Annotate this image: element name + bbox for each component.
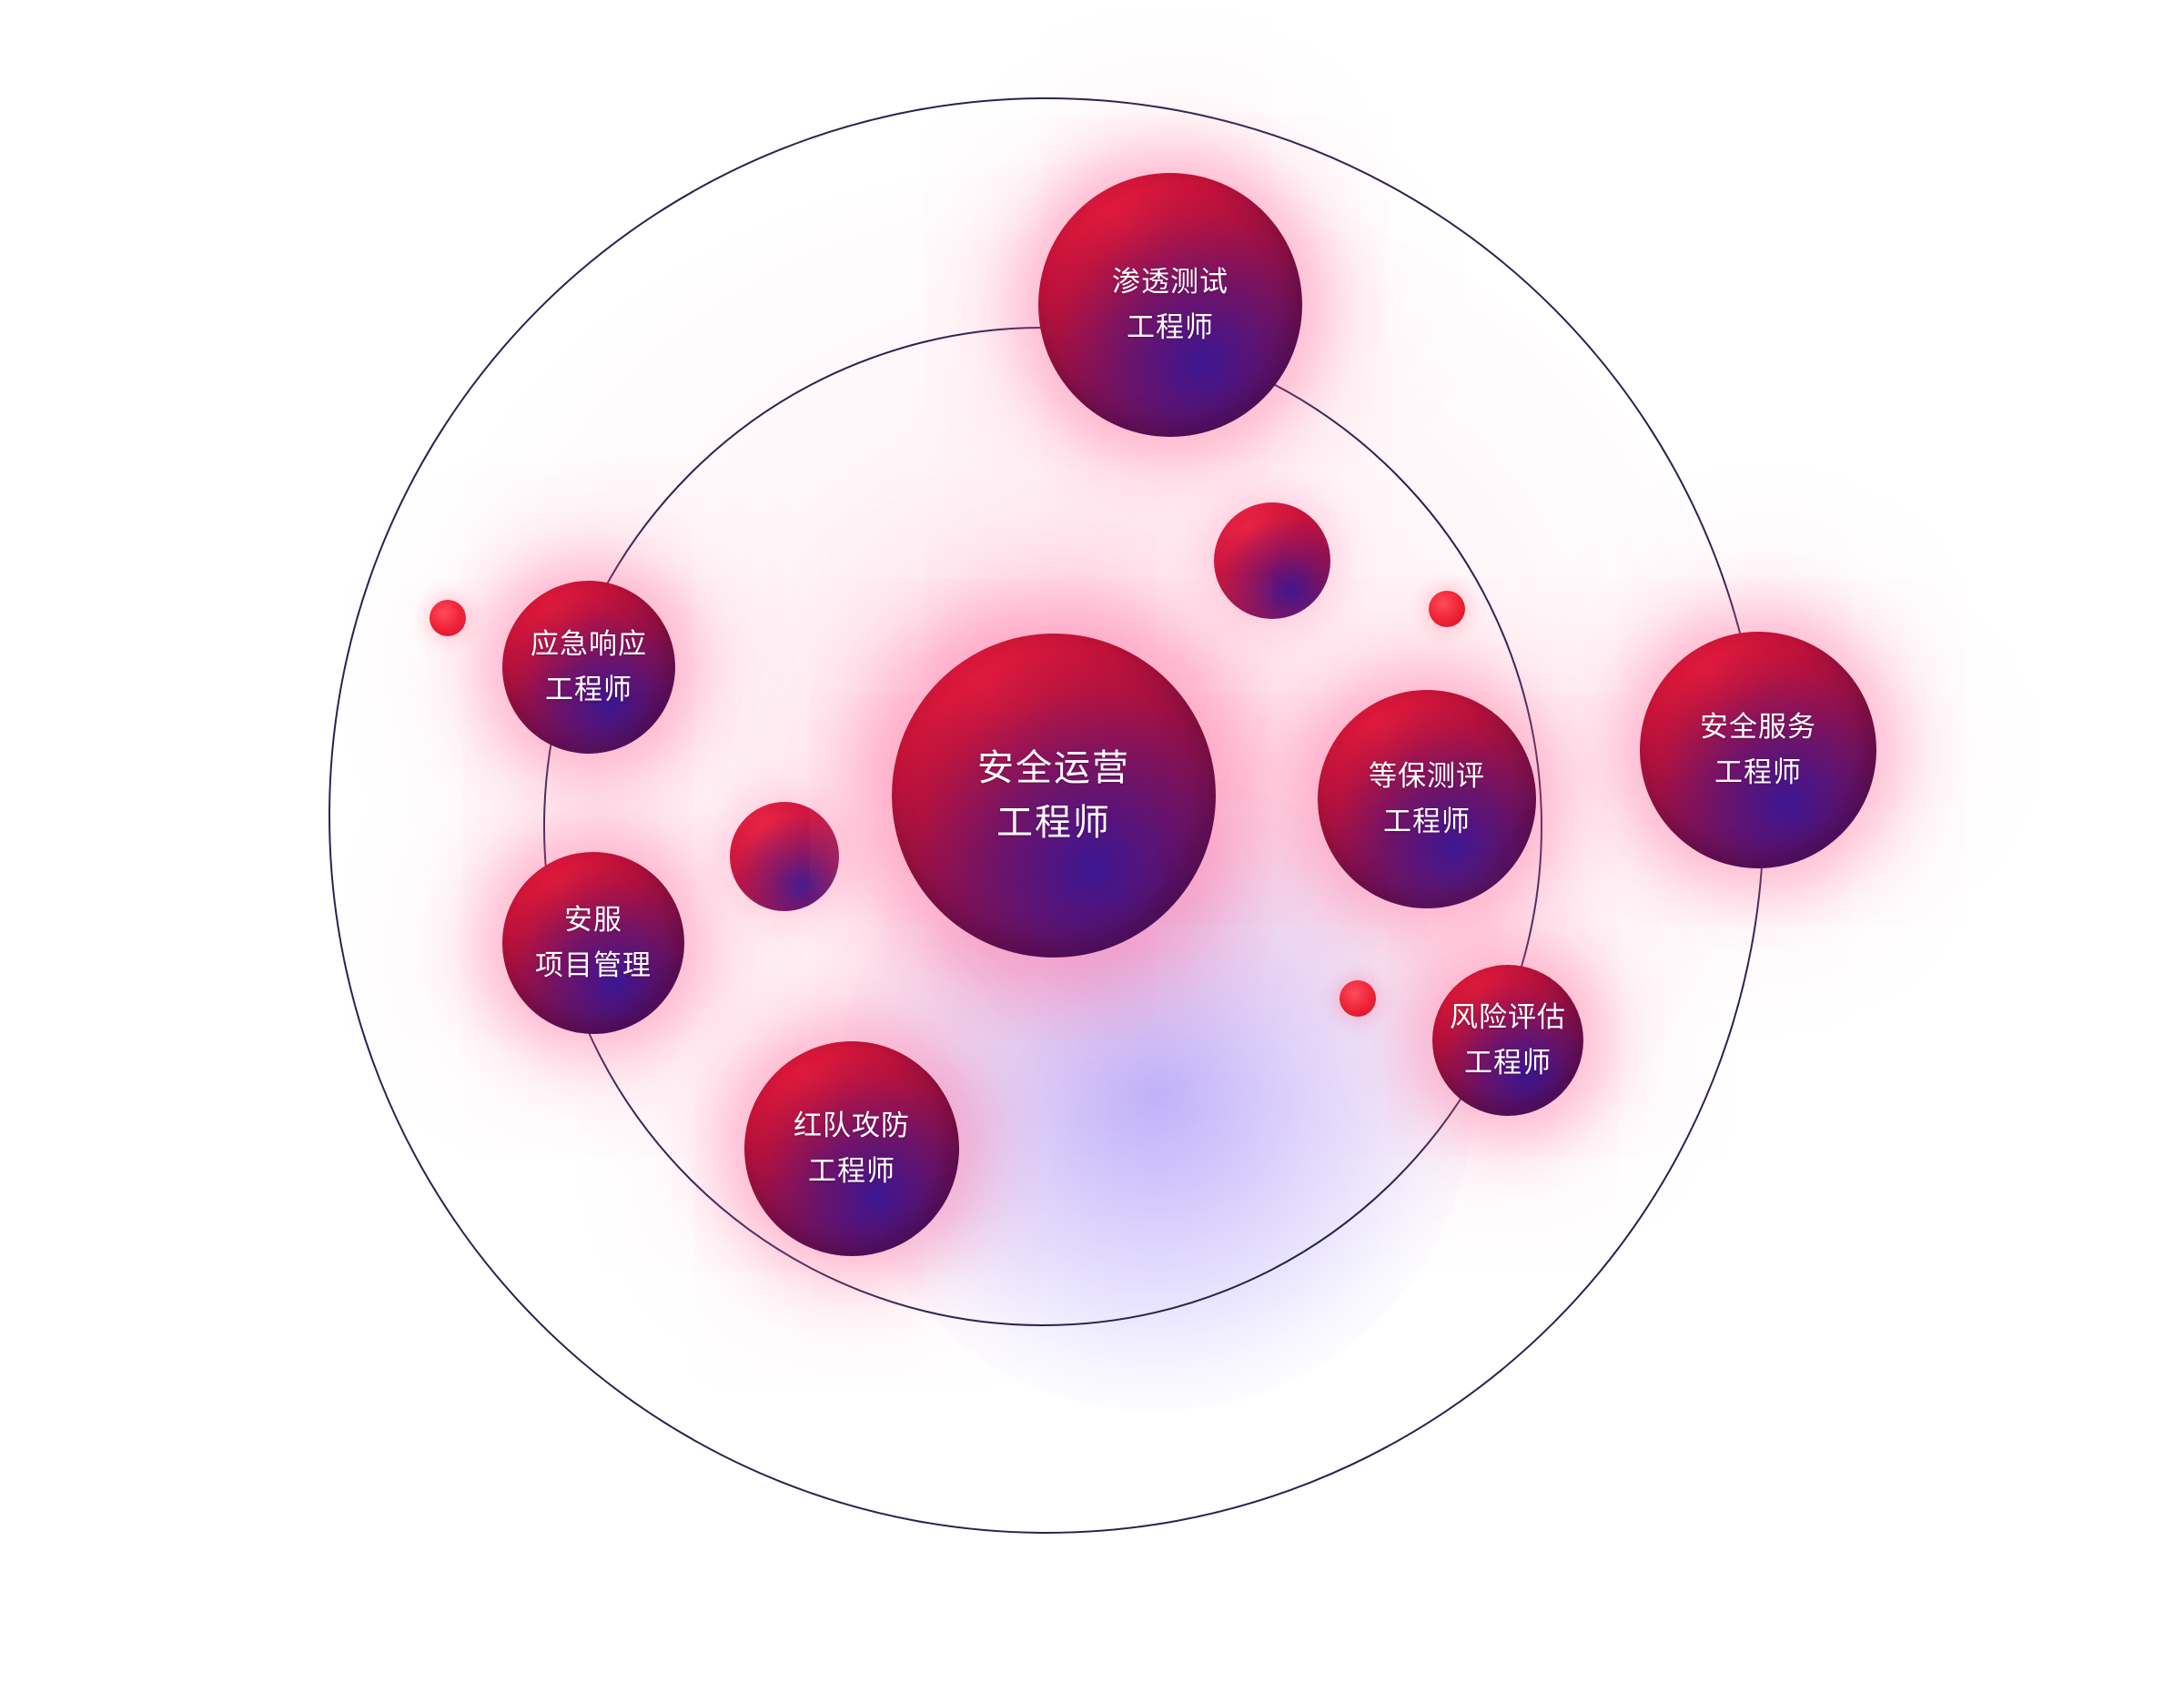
- decor-dot-left: [430, 600, 466, 636]
- role-label: 红队攻防 工程师: [794, 1110, 910, 1188]
- role-node-security-service[interactable]: 安全服务 工程师: [1640, 632, 1876, 868]
- role-label: 应急响应 工程师: [531, 628, 647, 706]
- decor-dot-lower-right: [1340, 980, 1376, 1017]
- role-node-risk-assessment[interactable]: 风险评估 工程师: [1432, 965, 1583, 1116]
- role-label: 等保测评 工程师: [1369, 760, 1485, 838]
- decor-sphere-left: [730, 802, 839, 911]
- role-node-red-team[interactable]: 红队攻防 工程师: [744, 1041, 959, 1256]
- decor-sphere-upper: [1214, 502, 1330, 619]
- role-node-incident-response[interactable]: 应急响应 工程师: [502, 581, 675, 754]
- role-node-security-service-pm[interactable]: 安服 项目管理: [502, 852, 684, 1034]
- decor-dot-right: [1429, 591, 1465, 627]
- role-label: 风险评估 工程师: [1450, 1001, 1566, 1080]
- center-role-sphere[interactable]: 安全运营 工程师: [892, 634, 1216, 958]
- role-label: 安全服务 工程师: [1700, 711, 1816, 789]
- role-node-penetration-test[interactable]: 渗透测试 工程师: [1038, 173, 1302, 437]
- center-role-label: 安全运营 工程师: [977, 747, 1130, 844]
- role-label: 安服 项目管理: [535, 904, 652, 982]
- role-label: 渗透测试 工程师: [1112, 266, 1228, 344]
- role-node-compliance-assessment[interactable]: 等保测评 工程师: [1318, 690, 1536, 908]
